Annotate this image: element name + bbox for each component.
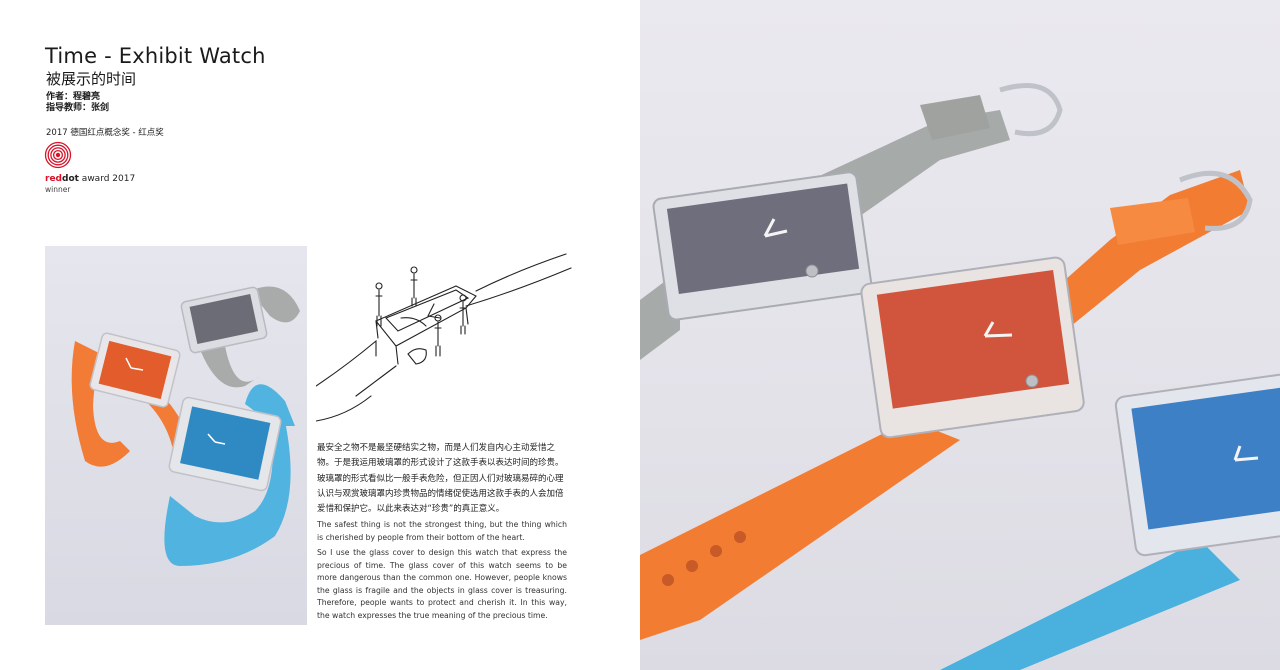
blue-watch-small — [164, 384, 295, 566]
reddot-wordmark: reddot award 2017 — [45, 174, 136, 184]
orange-watch-large — [640, 170, 1253, 640]
reddot-winner-label: winner — [45, 185, 71, 194]
product-photo-large — [640, 83, 1280, 670]
concept-sketch — [316, 253, 572, 422]
orange-watch-small — [71, 332, 191, 467]
right-page-photo — [640, 0, 1280, 670]
title-chinese: 被展示的时间 — [46, 70, 137, 88]
left-page: Time - Exhibit Watch 被展示的时间 作者：程碧亮 指导教师：… — [44, 44, 572, 625]
author-credit: 作者：程碧亮 — [46, 92, 101, 102]
award-line: 2017 德国红点概念奖 - 红点奖 — [46, 128, 164, 138]
advisor-credit: 指导教师：张剑 — [46, 103, 110, 113]
reddot-logo-icon — [44, 141, 72, 169]
description-chinese: 最安全之物不是最坚硬结实之物，而是人们发自内心主动爱惜之物。于是我运用玻璃罩的形… — [317, 443, 564, 515]
description-english-2: So I use the glass cover to design this … — [317, 548, 567, 620]
product-photo-small — [45, 246, 307, 625]
title-english: Time - Exhibit Watch — [45, 44, 266, 68]
gray-watch-large — [640, 83, 1063, 360]
gray-watch-small — [180, 286, 300, 388]
description-english-1: The safest thing is not the strongest th… — [317, 520, 567, 542]
blue-watch-large — [940, 373, 1280, 670]
